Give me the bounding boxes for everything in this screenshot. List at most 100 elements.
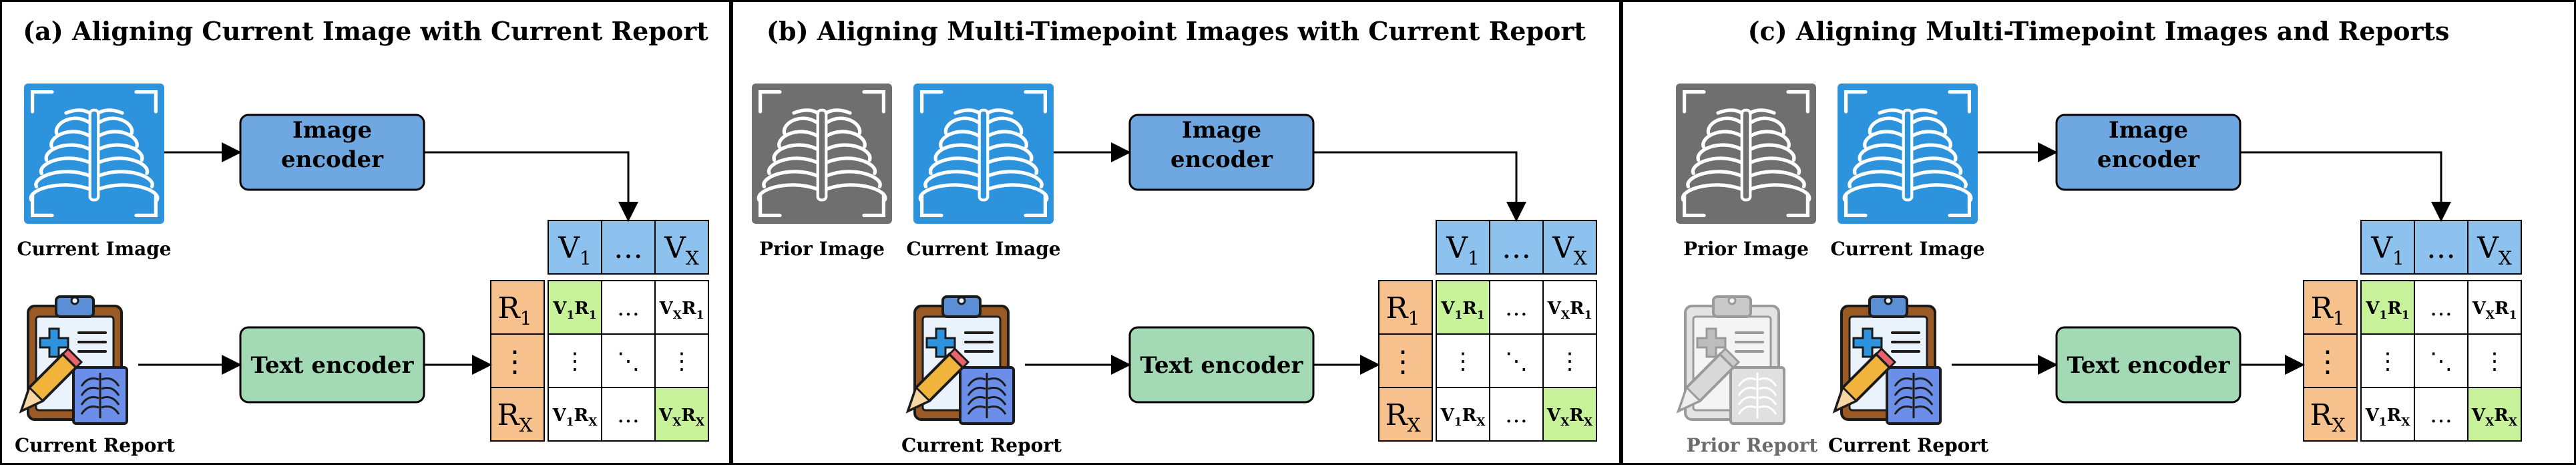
col-header-label: V1 [558, 231, 592, 269]
row-header-cell [1378, 387, 1433, 442]
row-header-label: ⋮ [2313, 345, 2342, 379]
matrix-ellipsis: ⋮ [1452, 348, 1474, 375]
similarity-label: VXRX [658, 406, 705, 429]
arrow-encoder-to-columns [2240, 151, 2451, 222]
matrix-ellipsis: ⋮ [2376, 348, 2399, 375]
diagonal-cell [2360, 280, 2415, 335]
col-header-cell [654, 220, 709, 275]
panel-b: (b) Aligning Multi-Timepoint Images with… [731, 0, 1621, 465]
matrix-ellipsis: … [2430, 295, 2452, 321]
report-current-icon [19, 295, 128, 425]
diagonal-cell [548, 280, 602, 335]
col-header-label: … [2426, 231, 2456, 265]
similarity-label: VXRX [1546, 406, 1593, 429]
row-header-label: ⋮ [1388, 345, 1418, 379]
report-label: Prior Report [1687, 434, 1818, 456]
image-encoder-box-label-1: encoder [2097, 146, 2200, 173]
panel-title: (b) Aligning Multi-Timepoint Images with… [767, 16, 1586, 46]
matrix-ellipsis: … [617, 295, 640, 321]
similarity-label: VXRX [2471, 406, 2518, 429]
report-label: Current Report [1828, 434, 1988, 456]
matrix-cell [601, 333, 656, 388]
col-header-label: V1 [1446, 231, 1480, 269]
row-header-label: RX [497, 398, 532, 436]
row-header-label: RX [2310, 398, 2345, 436]
image-label: Current Image [906, 238, 1060, 260]
matrix-cell [1489, 280, 1544, 335]
similarity-label: VXR1 [2472, 299, 2517, 322]
arrow-encoder-to-columns [424, 151, 638, 222]
report-label: Current Report [901, 434, 1062, 456]
matrix-ellipsis: ⋮ [2483, 348, 2506, 375]
image-encoder-box-label-0: Image [2109, 117, 2188, 144]
col-header-label: … [614, 231, 643, 265]
arrow-encoder-to-columns [1313, 151, 1526, 222]
row-header-label: R1 [2311, 291, 2345, 329]
similarity-label: V1R1 [1440, 299, 1484, 322]
matrix-cell [1542, 280, 1597, 335]
row-header-label: R1 [1386, 291, 1420, 329]
row-header-cell [1378, 333, 1433, 388]
panel-c: (c) Aligning Multi-Timepoint Images and … [1621, 0, 2576, 465]
xray-prior-icon [752, 84, 892, 224]
matrix-cell [548, 387, 602, 442]
col-header-cell [548, 220, 602, 275]
report-current-icon [905, 295, 1015, 425]
matrix-ellipsis: … [617, 402, 640, 428]
similarity-label: V1RX [2365, 406, 2411, 429]
diagonal-cell [1542, 387, 1597, 442]
xray-current-icon [24, 84, 164, 224]
report-label: Current Report [15, 434, 175, 456]
image-label: Current Image [17, 238, 171, 260]
similarity-label: VXR1 [1547, 299, 1592, 322]
diagonal-cell [654, 387, 709, 442]
matrix-ellipsis: ⋮ [670, 348, 693, 375]
matrix-cell [2360, 333, 2415, 388]
similarity-label: V1R1 [2365, 299, 2409, 322]
similarity-label: V1RX [1440, 406, 1486, 429]
image-label: Prior Image [759, 238, 885, 260]
text-encoder-box-label: Text encoder [1140, 352, 1304, 379]
row-header-cell [2303, 280, 2358, 335]
image-encoder-box-label-0: Image [292, 117, 372, 144]
row-header-cell [1378, 280, 1433, 335]
image-encoder-box-label-0: Image [1182, 117, 1261, 144]
col-header-label: … [1502, 231, 1531, 265]
matrix-ellipsis: ⋮ [564, 348, 586, 375]
text-encoder-box-label: Text encoder [2067, 352, 2231, 379]
col-header-label: VX [2477, 231, 2512, 269]
col-header-label: V1 [2370, 231, 2404, 269]
matrix-cell [601, 387, 656, 442]
matrix-cell [601, 280, 656, 335]
diagonal-cell [1436, 280, 1490, 335]
xray-prior-icon [1676, 84, 1816, 224]
image-encoder-box-label-1: encoder [1170, 146, 1273, 173]
matrix-ellipsis: … [1505, 295, 1528, 321]
text-encoder-box: Text encoder [239, 326, 425, 404]
matrix-cell [548, 333, 602, 388]
xray-current-icon [913, 84, 1054, 224]
row-header-cell [490, 280, 545, 335]
matrix-cell [2414, 387, 2468, 442]
image-encoder-box-label-1: encoder [281, 146, 384, 173]
col-header-cell [1489, 220, 1544, 275]
report-current-icon [1832, 295, 1942, 425]
matrix-cell [2360, 387, 2415, 442]
col-header-cell [1542, 220, 1597, 275]
matrix-cell [2467, 333, 2522, 388]
text-encoder-box: Text encoder [2055, 326, 2241, 404]
col-header-cell [601, 220, 656, 275]
image-label: Prior Image [1683, 238, 1809, 260]
matrix-cell [1542, 333, 1597, 388]
panel-title: (c) Aligning Multi-Timepoint Images and … [1748, 16, 2450, 46]
image-label: Current Image [1830, 238, 1984, 260]
text-encoder-box: Text encoder [1128, 326, 1315, 404]
col-header-cell [2467, 220, 2522, 275]
panel-border [0, 0, 731, 465]
